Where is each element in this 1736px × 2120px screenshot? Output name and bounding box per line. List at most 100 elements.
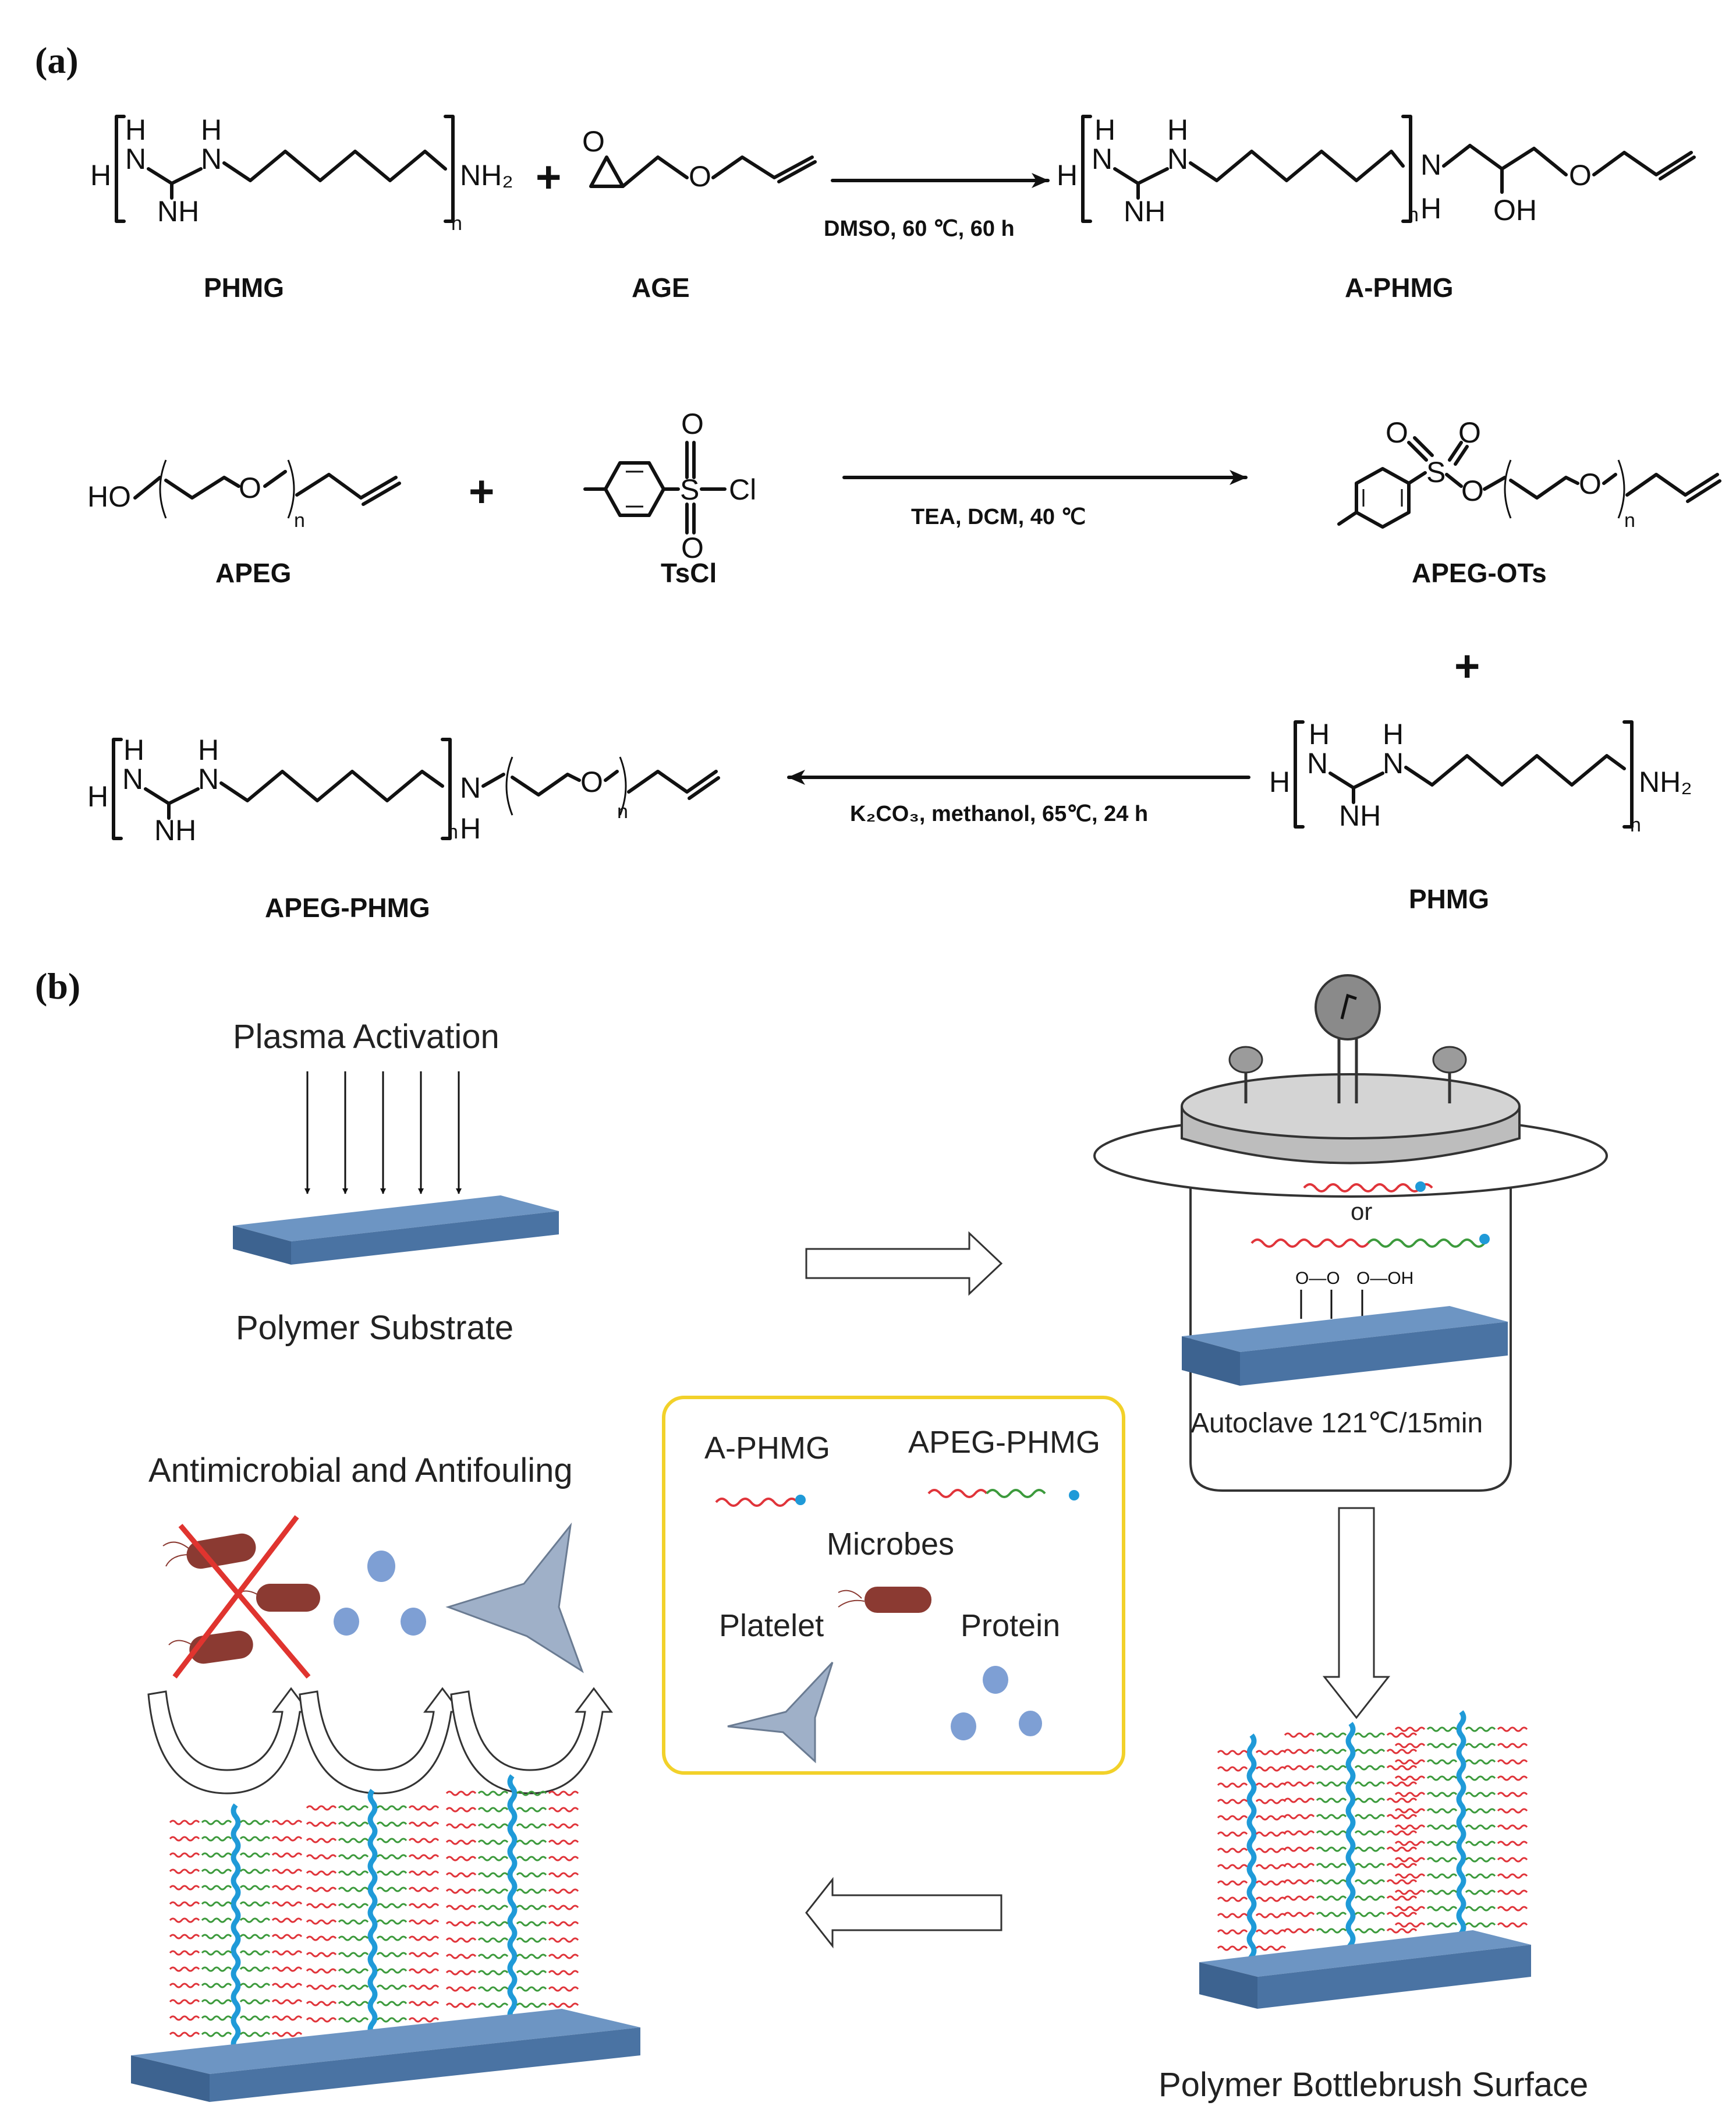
hollow-arrow-right xyxy=(805,1231,1003,1296)
brush-side-chain-green xyxy=(1426,1824,1458,1830)
brush-side-chain-green xyxy=(516,1921,547,1927)
brush-side-chain-green xyxy=(1465,1792,1496,1797)
brush-side-chain-green xyxy=(477,1986,509,1992)
brush-side-chain-green xyxy=(338,1903,369,1909)
brush-side-chain-green xyxy=(239,1950,271,1956)
brush-side-chain-green xyxy=(477,1856,509,1861)
brush-side-chain-green xyxy=(201,1983,232,1988)
phmg-structure-row3: H H N NH H N n NH₂ PHMG xyxy=(1269,718,1692,914)
svg-text:NH: NH xyxy=(157,195,199,228)
plus-sign-1: + xyxy=(536,153,561,202)
a-phmg-chain-autoclave xyxy=(1303,1183,1433,1192)
conditions-row3: K₂CO₃, methanol, 65℃, 24 h xyxy=(850,802,1148,826)
svg-text:H: H xyxy=(125,114,146,146)
antimicrobial-text: Antimicrobial and Antifouling xyxy=(148,1452,573,1489)
plus-sign-3: + xyxy=(1454,642,1480,691)
brush-side-chain-green xyxy=(1354,1863,1386,1868)
red-cross-icon xyxy=(172,1515,311,1679)
brush-backbone xyxy=(1456,1710,1466,1946)
svg-text:O: O xyxy=(580,766,603,798)
brush-side-chain-green xyxy=(1316,1879,1347,1885)
brush-side-chain-red xyxy=(169,1820,200,1825)
or-text: or xyxy=(1351,1198,1372,1225)
bottlebrush-surface-text: Polymer Bottlebrush Surface xyxy=(1158,2066,1588,2104)
brush-side-chain-red xyxy=(1217,1929,1248,1935)
svg-text:Cl: Cl xyxy=(729,473,756,506)
brush-side-chain-red xyxy=(169,1966,200,1972)
brush-side-chain-red xyxy=(1497,1759,1528,1765)
brush-side-chain-red xyxy=(1497,1775,1528,1781)
brush-side-chain-red xyxy=(169,1901,200,1907)
brush-side-chain-red xyxy=(408,1887,440,1892)
brush-side-chain-green xyxy=(1354,1895,1386,1901)
svg-text:H: H xyxy=(90,159,111,192)
brush-side-chain-red xyxy=(1217,1913,1248,1919)
brush-side-chain-green xyxy=(1316,1797,1347,1803)
brush-backbone xyxy=(1246,1733,1257,1970)
svg-text:H: H xyxy=(201,114,222,146)
tscl-structure: S O O Cl TsCl xyxy=(583,408,756,588)
brush-side-chain-red xyxy=(408,1805,440,1811)
brush-side-chain-green xyxy=(477,1823,509,1829)
brush-side-chain-red xyxy=(548,1921,579,1927)
brush-side-chain-green xyxy=(516,1970,547,1976)
svg-text:H: H xyxy=(1094,114,1115,146)
svg-text:O: O xyxy=(1458,416,1481,449)
brush-backbone xyxy=(231,1803,241,2051)
brush-side-chain-green xyxy=(1426,1922,1458,1928)
brush-side-chain-red xyxy=(1284,1928,1315,1934)
brush-side-chain-red xyxy=(169,1885,200,1891)
brush-side-chain-red xyxy=(1497,1873,1528,1879)
brush-side-chain-red xyxy=(445,1823,477,1829)
brush-side-chain-red xyxy=(548,1839,579,1845)
brush-side-chain-red xyxy=(1386,1830,1418,1836)
brush-side-chain-green xyxy=(1426,1743,1458,1749)
brush-side-chain-red xyxy=(1284,1732,1315,1738)
brush-side-chain-green xyxy=(1426,1889,1458,1895)
svg-text:H: H xyxy=(87,780,108,813)
brush-side-chain-red xyxy=(1394,1873,1426,1879)
brush-side-chain-green xyxy=(516,2002,547,2008)
svg-text:NH: NH xyxy=(1124,195,1165,228)
brush-side-chain-red xyxy=(306,2017,337,2023)
brush-side-chain-green xyxy=(1465,1857,1496,1863)
plasma-activation-text: Plasma Activation xyxy=(233,1018,499,1056)
brush-side-chain-red xyxy=(548,1905,579,1910)
brush-side-chain-green xyxy=(201,1999,232,2005)
brush-side-chain-red xyxy=(445,1970,477,1976)
svg-text:H: H xyxy=(1309,718,1330,751)
brush-side-chain-green xyxy=(1316,1895,1347,1901)
brush-side-chain-red xyxy=(445,1839,477,1845)
brush-side-chain-red xyxy=(306,1903,337,1909)
brush-side-chain-red xyxy=(169,1868,200,1874)
brush-side-chain-red xyxy=(271,1852,303,1858)
platelet-icon xyxy=(445,1522,584,1673)
brush-side-chain-red xyxy=(271,1820,303,1825)
brush-side-chain-green xyxy=(1426,1906,1458,1912)
brush-side-chain-red xyxy=(1394,1857,1426,1863)
brush-side-chain-red xyxy=(169,1983,200,1988)
brush-side-chain-red xyxy=(1217,1799,1248,1804)
brush-side-chain-red xyxy=(548,1937,579,1943)
tscl-label: TsCl xyxy=(661,558,717,588)
hollow-arrow-down xyxy=(1322,1507,1391,1719)
brush-side-chain-red xyxy=(1217,1864,1248,1870)
brush-side-chain-red xyxy=(1386,1781,1418,1787)
brush-side-chain-green xyxy=(1465,1824,1496,1830)
svg-text:H: H xyxy=(198,734,219,766)
brush-side-chain-red xyxy=(548,2002,579,2008)
svg-text:H: H xyxy=(460,812,481,845)
brush-side-chain-red xyxy=(1394,1775,1426,1781)
svg-text:NH₂: NH₂ xyxy=(460,159,513,192)
brush-side-chain-red xyxy=(1497,1889,1528,1895)
brush-side-chain-green xyxy=(1465,1889,1496,1895)
brush-side-chain-green xyxy=(1354,1765,1386,1771)
brush-side-chain-red xyxy=(445,1937,477,1943)
brush-side-chain-red xyxy=(408,1919,440,1925)
brush-side-chain-green xyxy=(477,1905,509,1910)
svg-text:N: N xyxy=(122,763,143,795)
brush-side-chain-green xyxy=(338,1952,369,1958)
brush-side-chain-red xyxy=(445,1856,477,1861)
svg-text:NH: NH xyxy=(1339,799,1381,832)
